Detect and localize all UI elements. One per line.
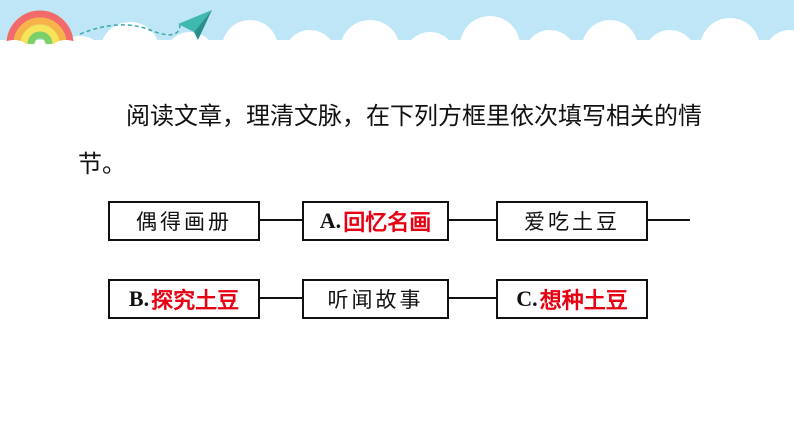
- answer-a: 回忆名画: [343, 211, 432, 236]
- plot-box-5: 听闻故事: [302, 279, 449, 319]
- label-c: C.: [516, 286, 538, 311]
- label-a: A.: [319, 208, 342, 233]
- connector-line: [449, 297, 496, 299]
- plot-box-2: A. 回忆名画: [302, 201, 449, 241]
- plot-box-3-text: 爱吃土豆: [524, 210, 620, 234]
- plot-box-1-text: 偶得画册: [136, 210, 232, 234]
- connector-line: [260, 297, 302, 299]
- plot-box-3: 爱吃土豆: [496, 201, 648, 241]
- plot-box-5-text: 听闻故事: [327, 288, 424, 312]
- cloud-band: [0, 16, 794, 80]
- plot-box-1: 偶得画册: [108, 201, 260, 241]
- connector-line: [449, 219, 496, 221]
- header-banner: [0, 0, 794, 80]
- rainbow-icon: [0, 10, 80, 56]
- label-b: B.: [128, 286, 150, 311]
- connector-line: [260, 219, 302, 221]
- instruction-text: 阅读文章，理清文脉，在下列方框里依次填写相关的情节。: [78, 102, 702, 178]
- answer-b: 探究土豆: [151, 289, 240, 314]
- plot-box-6: C. 想种土豆: [496, 279, 648, 319]
- paper-plane-icon: [178, 10, 212, 40]
- answer-c: 想种土豆: [539, 289, 628, 314]
- connector-line-tail: [648, 219, 690, 221]
- plot-box-4: B. 探究土豆: [108, 279, 260, 319]
